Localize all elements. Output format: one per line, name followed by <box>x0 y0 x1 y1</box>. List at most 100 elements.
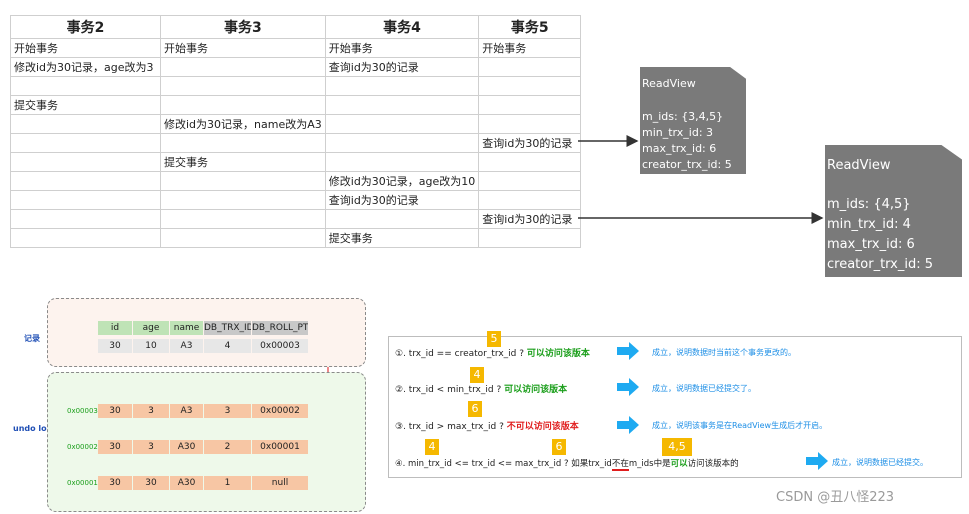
rule-1-verdict: 可以访问该版本 <box>526 349 590 359</box>
record-col-db-roll-ptr: DB_ROLL_PTR <box>252 321 308 335</box>
table-cell <box>160 95 326 115</box>
rule-2-verdict: 可以访问该版本 <box>504 385 568 395</box>
record-val-name: A3 <box>170 339 203 353</box>
header-txn5: 事务5 <box>478 15 582 39</box>
table-cell <box>324 95 480 115</box>
table-cell <box>478 152 582 172</box>
rule-4-condition-b: m_ids中是 <box>628 459 671 469</box>
table-row: 查询id为30的记录 <box>10 190 582 210</box>
rule-3-verdict: 不可以访问该版本 <box>506 422 579 432</box>
undo-log-label: undo log <box>13 424 53 433</box>
table-cell <box>160 133 326 153</box>
rule-1-condition: ①. trx_id == creator_trx_id ? <box>395 349 527 359</box>
table-cell: 查询id为30的记录 <box>324 57 480 77</box>
undo-3-age: 30 <box>133 476 169 490</box>
undo-row-3-addr: 0x00001 <box>67 479 98 487</box>
table-cell: 查询id为30的记录 <box>478 133 582 153</box>
undo-2-name: A30 <box>170 440 203 454</box>
table-cell <box>10 209 161 229</box>
table-cell: 修改id为30记录，name改为A3 <box>160 114 326 134</box>
rule-2-condition: ②. trx_id < min_trx_id ? <box>395 385 505 395</box>
header-txn3: 事务3 <box>160 15 326 39</box>
rule-4-not-in: 不在 <box>611 459 629 471</box>
undo-3-id: 30 <box>98 476 132 490</box>
undo-2-id: 30 <box>98 440 132 454</box>
table-cell <box>160 209 326 229</box>
record-col-name: name <box>170 321 203 335</box>
header-txn4: 事务4 <box>324 15 480 39</box>
table-cell <box>10 133 161 153</box>
rule-1-badge: 5 <box>487 331 501 347</box>
rule-3-condition: ③. trx_id > max_trx_id ? <box>395 422 507 432</box>
table-cell <box>324 152 480 172</box>
table-cell <box>10 76 161 96</box>
record-value-row: 30 10 A3 4 0x00003 <box>98 339 309 353</box>
rule-2-result: 成立，说明数据已经提交了。 <box>652 384 756 393</box>
readview-1-max-trx-id: max_trx_id: 6 <box>642 142 717 155</box>
rule-2-badge: 4 <box>470 367 484 383</box>
readview-card-1: ReadView m_ids: {3,4,5} min_trx_id: 3 ma… <box>640 67 746 174</box>
table-cell: 开始事务 <box>324 38 480 58</box>
undo-1-trx-id: 3 <box>204 404 251 418</box>
header-txn2: 事务2 <box>10 15 161 39</box>
readview-1-creator-trx-id: creator_trx_id: 5 <box>642 158 732 171</box>
table-cell <box>324 114 480 134</box>
table-cell <box>478 190 582 210</box>
rule-4-text: ④. min_trx_id <= trx_id <= max_trx_id ? … <box>395 457 739 471</box>
rule-4-result: 成立，说明数据已经提交。 <box>832 458 928 467</box>
undo-row-2: 30 3 A30 2 0x00001 <box>98 440 309 454</box>
table-row: 提交事务 <box>10 95 582 115</box>
record-col-db-trx-id: DB_TRX_ID <box>204 321 251 335</box>
rule-1-arrow-icon <box>617 342 639 360</box>
table-row: 修改id为30记录，age改为10 <box>10 171 582 191</box>
record-val-db-roll-ptr: 0x00003 <box>252 339 308 353</box>
table-cell: 开始事务 <box>10 38 161 58</box>
readview-1-min-trx-id: min_trx_id: 3 <box>642 126 714 139</box>
table-row: 查询id为30的记录 <box>10 133 582 153</box>
table-cell <box>160 171 326 191</box>
rule-4-arrow-icon <box>806 452 828 470</box>
record-col-age: age <box>133 321 169 335</box>
rule-4-condition-c: 访问该版本的 <box>687 459 739 469</box>
table-cell: 查询id为30的记录 <box>478 209 582 229</box>
table-row: 提交事务 <box>10 152 582 172</box>
record-val-age: 10 <box>133 339 169 353</box>
table-cell <box>10 114 161 134</box>
table-cell: 修改id为30记录，age改为3 <box>10 57 161 77</box>
table-cell <box>324 209 480 229</box>
table-header-row: 事务2 事务3 事务4 事务5 <box>10 15 582 39</box>
table-row: 修改id为30记录，age改为3 查询id为30的记录 <box>10 57 582 77</box>
table-cell: 开始事务 <box>478 38 582 58</box>
transaction-table: 事务2 事务3 事务4 事务5 开始事务开始事务开始事务开始事务修改id为30记… <box>10 15 582 248</box>
table-cell <box>10 190 161 210</box>
rule-4-badge-mids: 4,5 <box>662 438 692 456</box>
table-cell: 开始事务 <box>160 38 326 58</box>
readview-2-min-trx-id: min_trx_id: 4 <box>827 217 911 232</box>
rule-2-arrow-icon <box>617 378 639 396</box>
undo-row-1: 30 3 A3 3 0x00002 <box>98 404 309 418</box>
table-cell <box>324 133 480 153</box>
table-cell <box>478 95 582 115</box>
table-cell <box>478 228 582 248</box>
rule-4-badge-min: 4 <box>425 439 439 455</box>
record-header-row: id age name DB_TRX_ID DB_ROLL_PTR <box>98 321 309 335</box>
table-cell <box>478 76 582 96</box>
undo-row-3: 30 30 A30 1 null <box>98 476 309 490</box>
readview-2-max-trx-id: max_trx_id: 6 <box>827 237 915 252</box>
record-col-id: id <box>98 321 132 335</box>
undo-1-age: 3 <box>133 404 169 418</box>
watermark: CSDN @丑八怪223 <box>776 490 895 505</box>
rule-4-condition-a: ④. min_trx_id <= trx_id <= max_trx_id ? … <box>395 459 612 469</box>
table-cell <box>160 190 326 210</box>
table-cell: 修改id为30记录，age改为10 <box>324 171 480 191</box>
readview-2-creator-trx-id: creator_trx_id: 5 <box>827 257 933 272</box>
table-row: 查询id为30的记录 <box>10 209 582 229</box>
readview-1-m-ids: m_ids: {3,4,5} <box>642 110 724 123</box>
record-val-id: 30 <box>98 339 132 353</box>
readview-2-title: ReadView <box>827 158 891 173</box>
undo-3-name: A30 <box>170 476 203 490</box>
table-cell: 提交事务 <box>160 152 326 172</box>
readview-card-2: ReadView m_ids: {4,5} min_trx_id: 4 max_… <box>825 145 962 277</box>
rule-3-text: ③. trx_id > max_trx_id ? 不可以访问该版本 <box>395 419 579 432</box>
undo-row-2-addr: 0x00002 <box>67 443 98 451</box>
